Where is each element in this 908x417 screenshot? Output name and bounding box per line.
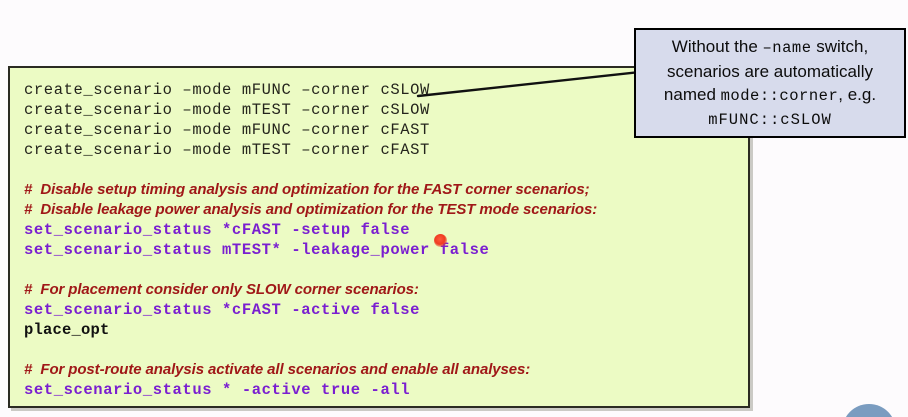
code-command-line: place_opt [24,321,110,339]
code-command-line: create_scenario –mode mFUNC –corner cFAS… [24,121,430,139]
code-comment-line: # For post-route analysis activate all s… [24,361,531,378]
callout-line-1-suffix: switch, [811,36,869,56]
code-command-line: set_scenario_status *cFAST -active false [24,301,421,319]
callout-line-2: scenarios are automatically [667,61,873,81]
cursor-pointer-dot [434,234,447,247]
code-command-line: set_scenario_status mTEST* -leakage_powe… [24,241,490,259]
code-comment-line: # For placement consider only SLOW corne… [24,281,419,298]
code-command-line: create_scenario –mode mTEST –corner cSLO… [24,101,430,119]
callout-line-3-code: mode::corner [720,86,839,105]
decorative-circle [842,404,896,417]
code-blank-line [24,260,748,280]
code-comment-line: # Disable leakage power analysis and opt… [24,201,598,218]
annotation-callout: Without the –name switch, scenarios are … [634,28,906,138]
code-blank-line [24,340,748,360]
code-command-line: create_scenario –mode mTEST –corner cFAS… [24,141,430,159]
callout-line-1-code: –name [762,38,812,57]
code-comment-line: # Disable setup timing analysis and opti… [24,181,590,198]
callout-line-3-prefix: named [663,84,721,104]
code-blank-line [24,160,748,180]
callout-line-1: Without the –name switch, [672,35,868,60]
code-command-line: set_scenario_status * -active true -all [24,381,411,399]
callout-line-4-example: mFUNC::cSLOW [708,110,832,129]
callout-line-3-suffix: , e.g. [838,84,877,104]
callout-line-1-prefix: Without the [671,36,763,56]
code-command-line: set_scenario_status *cFAST -setup false [24,221,411,239]
callout-line-3: named mode::corner, e.g. [664,83,876,108]
